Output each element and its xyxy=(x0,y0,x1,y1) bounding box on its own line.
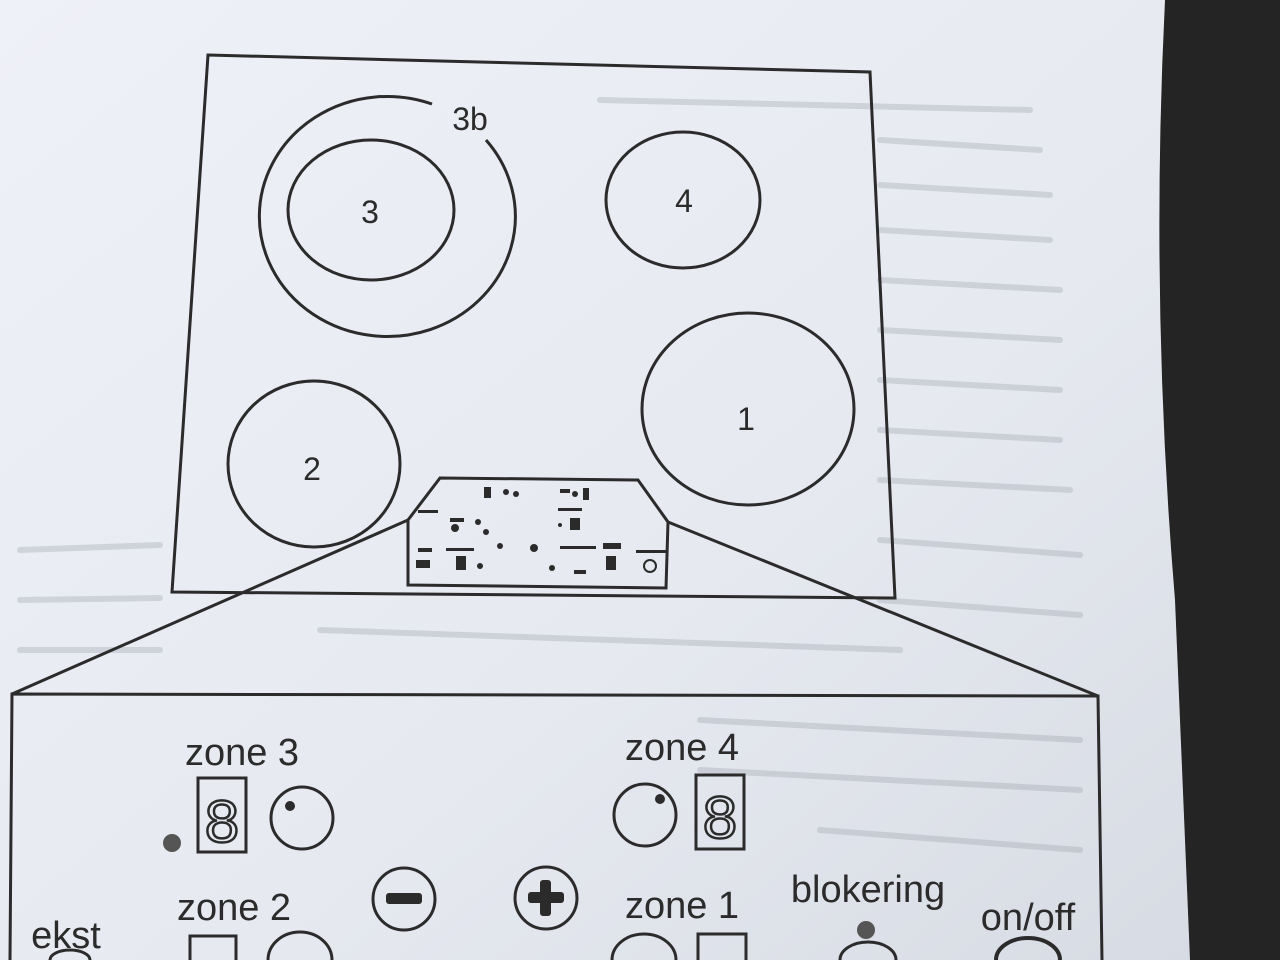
zone-1-knob-icon[interactable] xyxy=(610,932,678,960)
zone-3-ring xyxy=(286,138,456,282)
zoom-line-right xyxy=(667,520,1099,698)
cooktop-outline xyxy=(170,53,897,600)
ekst-button[interactable] xyxy=(48,948,92,960)
onoff-button[interactable] xyxy=(994,936,1062,960)
zoom-line-left xyxy=(11,518,409,696)
plus-button[interactable] xyxy=(513,865,579,931)
zone-3-digit-display: 8 xyxy=(203,790,240,861)
zone-2-ring xyxy=(226,379,402,549)
zone-3-label: 3 xyxy=(361,194,379,230)
zone-1-label: 1 xyxy=(737,401,755,437)
minus-icon xyxy=(386,893,422,904)
enlarged-panel-box xyxy=(8,692,1104,960)
zone-2-label: 2 xyxy=(303,451,321,487)
zone-4-digit-display: 8 xyxy=(701,786,738,857)
zone-4-display-frame xyxy=(694,773,746,851)
mini-panel-symbols xyxy=(416,487,666,574)
blokering-button[interactable] xyxy=(838,940,898,960)
zone-3b-label: 3b xyxy=(452,101,488,137)
zone-2-display-frame xyxy=(188,934,238,960)
panel-zone-3-label: zone 3 xyxy=(185,732,299,774)
panel-zone-2-label: zone 2 xyxy=(177,887,291,929)
blokering-label: blokering xyxy=(791,869,945,911)
bleed-through-texture xyxy=(17,97,1083,853)
plus-icon xyxy=(528,880,564,916)
zone-3b-ring xyxy=(257,94,517,338)
zone-4-ring xyxy=(604,130,762,270)
zone-2-knob-icon[interactable] xyxy=(266,930,334,960)
indicator-dot-icon xyxy=(163,834,181,852)
onoff-label: on/off xyxy=(981,897,1076,939)
zone-4-knob-icon[interactable] xyxy=(612,782,678,848)
zone-3-knob-icon[interactable] xyxy=(269,785,335,851)
blokering-indicator-icon xyxy=(857,921,875,939)
panel-zone-1-label: zone 1 xyxy=(625,885,739,927)
minus-button[interactable] xyxy=(371,866,437,932)
zone-4-label: 4 xyxy=(675,183,693,219)
zone-1-display-frame xyxy=(696,932,748,960)
zone-3-display-frame xyxy=(196,776,248,854)
panel-zone-4-label: zone 4 xyxy=(625,727,739,769)
zone-1-ring xyxy=(640,311,856,507)
